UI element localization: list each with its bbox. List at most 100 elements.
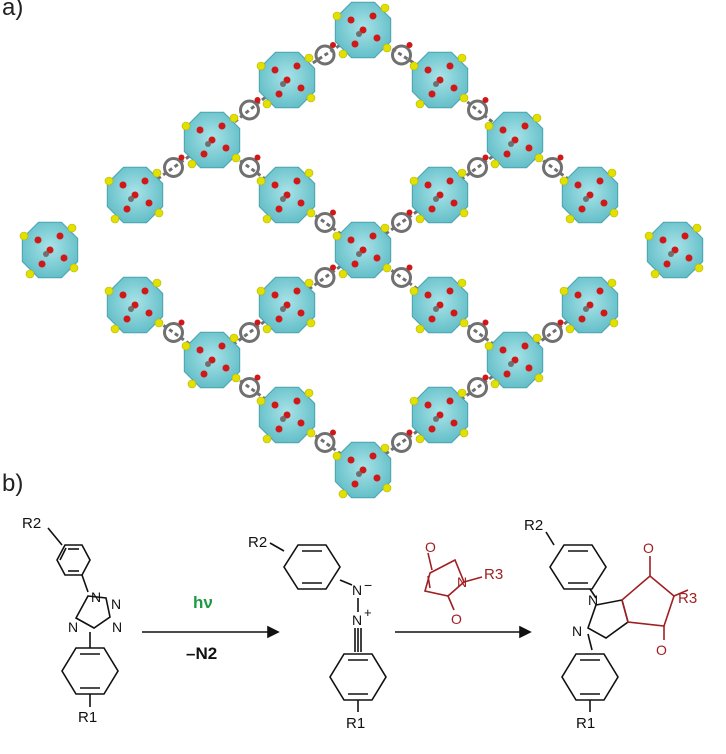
oxygen-atom — [275, 315, 283, 323]
oxygen-atom — [557, 154, 564, 161]
sulfur-atom — [382, 263, 392, 273]
sulfur-atom — [229, 333, 239, 343]
sulfur-atom — [415, 99, 425, 109]
product-fused-ring: O R3 O — [621, 540, 697, 658]
oxygen-atom — [428, 425, 436, 433]
sulfur-atom — [607, 278, 617, 288]
oxygen-atom — [511, 136, 519, 144]
sulfur-atom — [304, 168, 314, 178]
oxygen-atom — [178, 154, 185, 161]
oxygen-atom — [373, 254, 381, 262]
linker-ring — [542, 157, 563, 178]
oxygen-atom — [38, 260, 46, 268]
oxygen-atom — [482, 97, 489, 103]
oxygen-atom — [359, 246, 367, 254]
sulfur-atom — [304, 53, 314, 63]
oxygen-atom — [330, 209, 336, 216]
sulfur-atom — [490, 379, 500, 389]
sulfur-atom — [534, 373, 544, 383]
carbon-atom — [433, 196, 439, 202]
oxygen-atom — [60, 254, 68, 262]
oxygen-atom — [663, 260, 671, 268]
carbon-atom — [356, 251, 362, 257]
linker-ring — [239, 322, 260, 343]
oxygen-atom — [208, 136, 216, 144]
sulfur-atom — [380, 223, 390, 233]
oxygen-atom — [503, 370, 511, 378]
metal-cluster — [332, 441, 392, 499]
maleimide-n: N — [457, 574, 467, 590]
linker-ring — [391, 44, 412, 66]
sulfur-atom — [382, 483, 392, 493]
r1-label-mid: R1 — [346, 715, 365, 732]
oxygen-atom — [406, 209, 413, 216]
oxygen-atom — [482, 154, 489, 161]
oxygen-atom — [218, 122, 226, 130]
oxygen-atom — [141, 287, 149, 295]
linker-ring — [239, 377, 260, 398]
sulfur-atom — [67, 223, 77, 233]
sulfur-atom — [484, 341, 494, 351]
oxygen-atom — [525, 144, 533, 152]
oxygen-atom — [275, 425, 283, 433]
metal-cluster — [409, 166, 469, 224]
oxygen-atom — [406, 429, 413, 436]
linker-ring — [467, 157, 488, 178]
sulfur-atom — [152, 168, 162, 178]
n2-loss-label: –N2 — [186, 644, 217, 663]
oxygen-atom — [34, 236, 42, 244]
sulfur-atom — [565, 324, 575, 334]
sulfur-atom — [332, 231, 342, 241]
sulfur-atom — [380, 3, 390, 13]
linker-ring — [467, 322, 488, 343]
r1-label-left: R1 — [78, 709, 97, 726]
oxygen-atom — [293, 177, 301, 185]
oxygen-atom — [436, 411, 444, 419]
oxygen-atom — [208, 356, 216, 364]
sulfur-atom — [256, 396, 266, 406]
oxygen-atom — [482, 319, 489, 326]
sulfur-atom — [559, 176, 569, 186]
pyrazoline-n2: N — [572, 623, 582, 639]
metal-cluster-layer — [19, 1, 704, 499]
oxygen-atom — [293, 62, 301, 70]
metal-cluster — [409, 276, 469, 334]
oxygen-atom — [119, 291, 127, 299]
sulfur-atom — [262, 214, 272, 224]
oxygen-atom — [373, 34, 381, 42]
sulfur-atom — [338, 489, 348, 499]
oxygen-atom — [222, 144, 230, 152]
sulfur-atom — [644, 231, 654, 241]
oxygen-atom — [503, 150, 511, 158]
sulfur-atom — [457, 278, 467, 288]
metal-cluster — [332, 1, 392, 59]
sulfur-atom — [306, 208, 316, 218]
sulfur-atom — [692, 223, 702, 233]
oxygen-atom — [145, 309, 153, 317]
oxygen-atom — [596, 287, 604, 295]
oxygen-atom — [131, 301, 139, 309]
oxygen-atom — [450, 419, 458, 427]
oxygen-atom — [574, 291, 582, 299]
sulfur-atom — [231, 373, 241, 383]
r3-label-product: R3 — [678, 590, 697, 607]
light-label: hν — [193, 593, 213, 612]
sulfur-atom — [457, 53, 467, 63]
oxygen-atom — [578, 315, 586, 323]
oxygen-atom — [254, 374, 261, 381]
carbon-atom — [205, 361, 211, 367]
oxygen-atom — [499, 346, 507, 354]
sulfur-atom — [532, 333, 542, 343]
oxygen-atom — [119, 181, 127, 189]
sulfur-atom — [231, 153, 241, 163]
oxygen-atom — [446, 287, 454, 295]
metal-cluster — [181, 111, 241, 169]
carbon-atom — [128, 196, 134, 202]
sulfur-atom — [459, 93, 469, 103]
sulfur-atom — [110, 214, 120, 224]
carbon-atom — [583, 196, 589, 202]
sulfur-atom — [69, 263, 79, 273]
oxygen-atom — [196, 346, 204, 354]
linker-ring — [239, 99, 260, 121]
